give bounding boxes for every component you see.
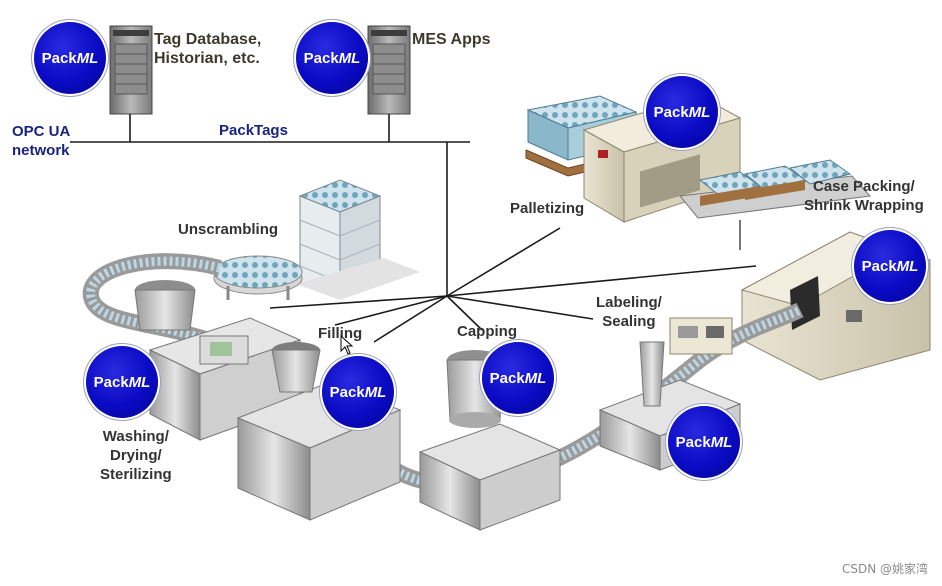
label-packtags: PackTags (219, 122, 288, 139)
label-tag-database: Tag Database, Historian, etc. (154, 31, 262, 67)
server-tag-database (109, 25, 153, 115)
watermark: CSDN @姚家湾 (841, 562, 928, 576)
label-filling: Filling (318, 325, 363, 342)
label-capping: Capping (457, 323, 517, 340)
capper-machine (418, 350, 562, 531)
label-case-packing: Case Packing/ Shrink Wrapping (804, 178, 924, 214)
label-labeling-sealing: Labeling/ Sealing (596, 294, 662, 330)
label-unscrambling: Unscrambling (178, 221, 279, 238)
network-lines (70, 114, 757, 343)
mouse-cursor-icon (340, 335, 354, 355)
unscrambler-table (213, 255, 303, 300)
bottle-tower (296, 179, 420, 300)
label-washing: Washing/ Drying/ Sterilizing (100, 428, 172, 483)
label-mes-apps: MES Apps (412, 31, 491, 48)
conveyor-right (679, 159, 872, 250)
label-palletizing: Palletizing (510, 200, 585, 217)
server-mes (367, 25, 411, 115)
label-opc-ua-network: OPC UA network (12, 123, 71, 159)
